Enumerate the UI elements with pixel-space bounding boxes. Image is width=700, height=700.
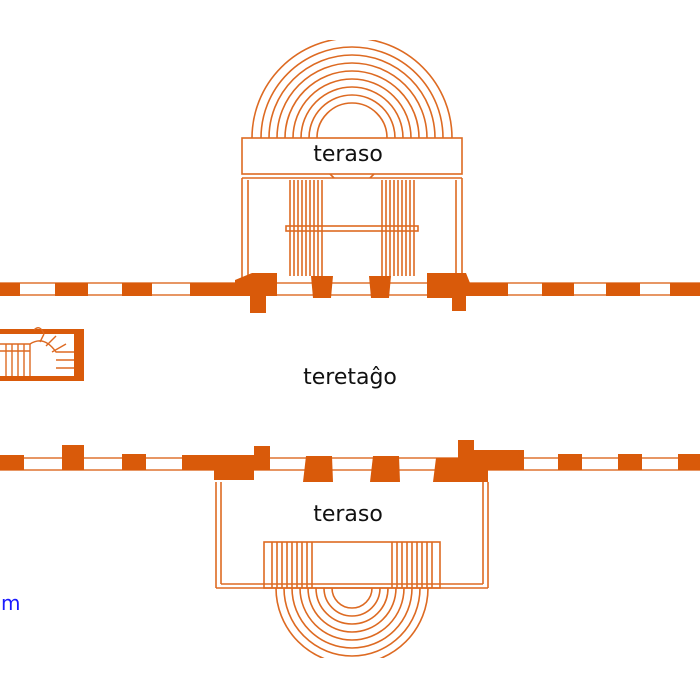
lower-wall [0, 440, 700, 482]
upper-wall [0, 273, 700, 313]
bottom-right-stair [391, 542, 433, 588]
top-left-stair [289, 180, 323, 276]
top-terrace [241, 40, 463, 278]
top-right-stair [381, 180, 415, 276]
bottom-left-stair [271, 542, 313, 588]
bottom-semicircular-steps [275, 588, 429, 658]
scale-unit-label: m [1, 591, 20, 615]
top-landing-bar [285, 225, 419, 232]
left-staircase [0, 327, 84, 381]
label-terrace-top: teraso [313, 142, 383, 167]
top-semicircular-steps [251, 40, 453, 138]
label-terrace-bottom: teraso [313, 502, 383, 527]
top-terrace-platform [241, 137, 463, 175]
bottom-terrace [215, 482, 489, 658]
label-ground-floor: teretaĝo [303, 365, 397, 390]
bottom-stair-block [263, 541, 441, 589]
